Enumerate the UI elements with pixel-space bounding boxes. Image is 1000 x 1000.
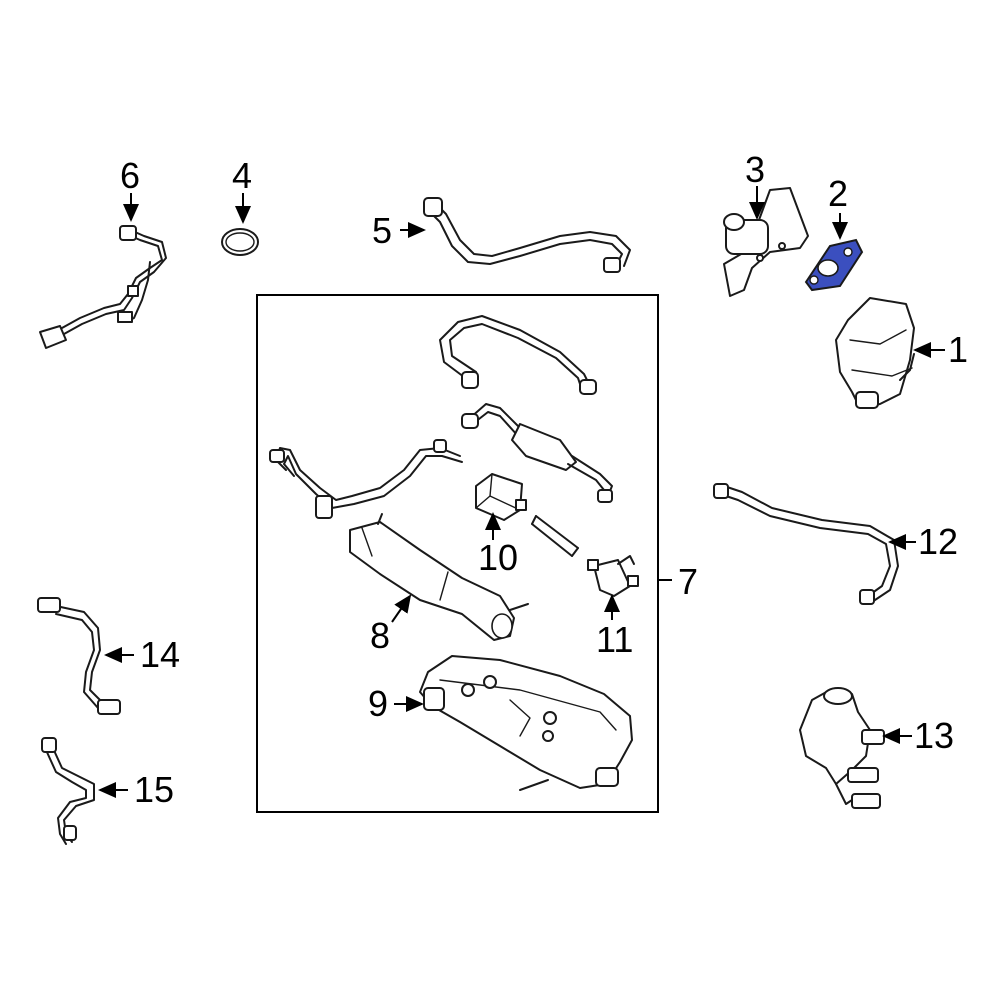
part-14-sensor-wire[interactable]	[37, 597, 121, 715]
part-3-solenoid-bracket[interactable]	[723, 187, 809, 297]
callout-8: 8	[370, 615, 390, 656]
callout-12: 12	[918, 521, 958, 562]
callout-2: 2	[828, 173, 848, 214]
part-7-small-hose[interactable]	[531, 515, 579, 557]
part-5-vapor-tube[interactable]	[423, 197, 631, 273]
callout-13: 13	[914, 715, 954, 756]
part-13-valve[interactable]	[799, 687, 885, 809]
part-15-oxygen-sensor[interactable]	[41, 737, 95, 845]
callout-15: 15	[134, 769, 174, 810]
callout-10: 10	[478, 537, 518, 578]
part-9-shield[interactable]	[419, 655, 633, 791]
part-10-sensor[interactable]	[475, 473, 527, 521]
callout-7: 7	[678, 561, 698, 602]
part-7-long-line[interactable]	[269, 439, 463, 519]
callout-9: 9	[368, 683, 388, 724]
part-12-tube[interactable]	[713, 483, 899, 605]
callout-1: 1	[948, 329, 968, 370]
part-4-o-ring[interactable]	[221, 228, 259, 256]
part-6-harness[interactable]	[39, 225, 167, 349]
part-7-upper-hose[interactable]	[439, 315, 597, 395]
callout-4: 4	[232, 155, 252, 196]
part-7-hose-muffler[interactable]	[461, 403, 613, 503]
callout-6: 6	[120, 155, 140, 196]
assembly-group-box	[256, 294, 659, 813]
part-8-canister[interactable]	[349, 513, 529, 641]
part-1-purge-valve[interactable]	[835, 297, 915, 409]
callout-5: 5	[372, 210, 392, 251]
callout-14: 14	[140, 634, 180, 675]
part-2-gasket[interactable]	[804, 238, 864, 292]
part-11-check-valve[interactable]	[587, 555, 639, 597]
callout-11: 11	[596, 619, 633, 660]
callout-3: 3	[745, 149, 765, 190]
